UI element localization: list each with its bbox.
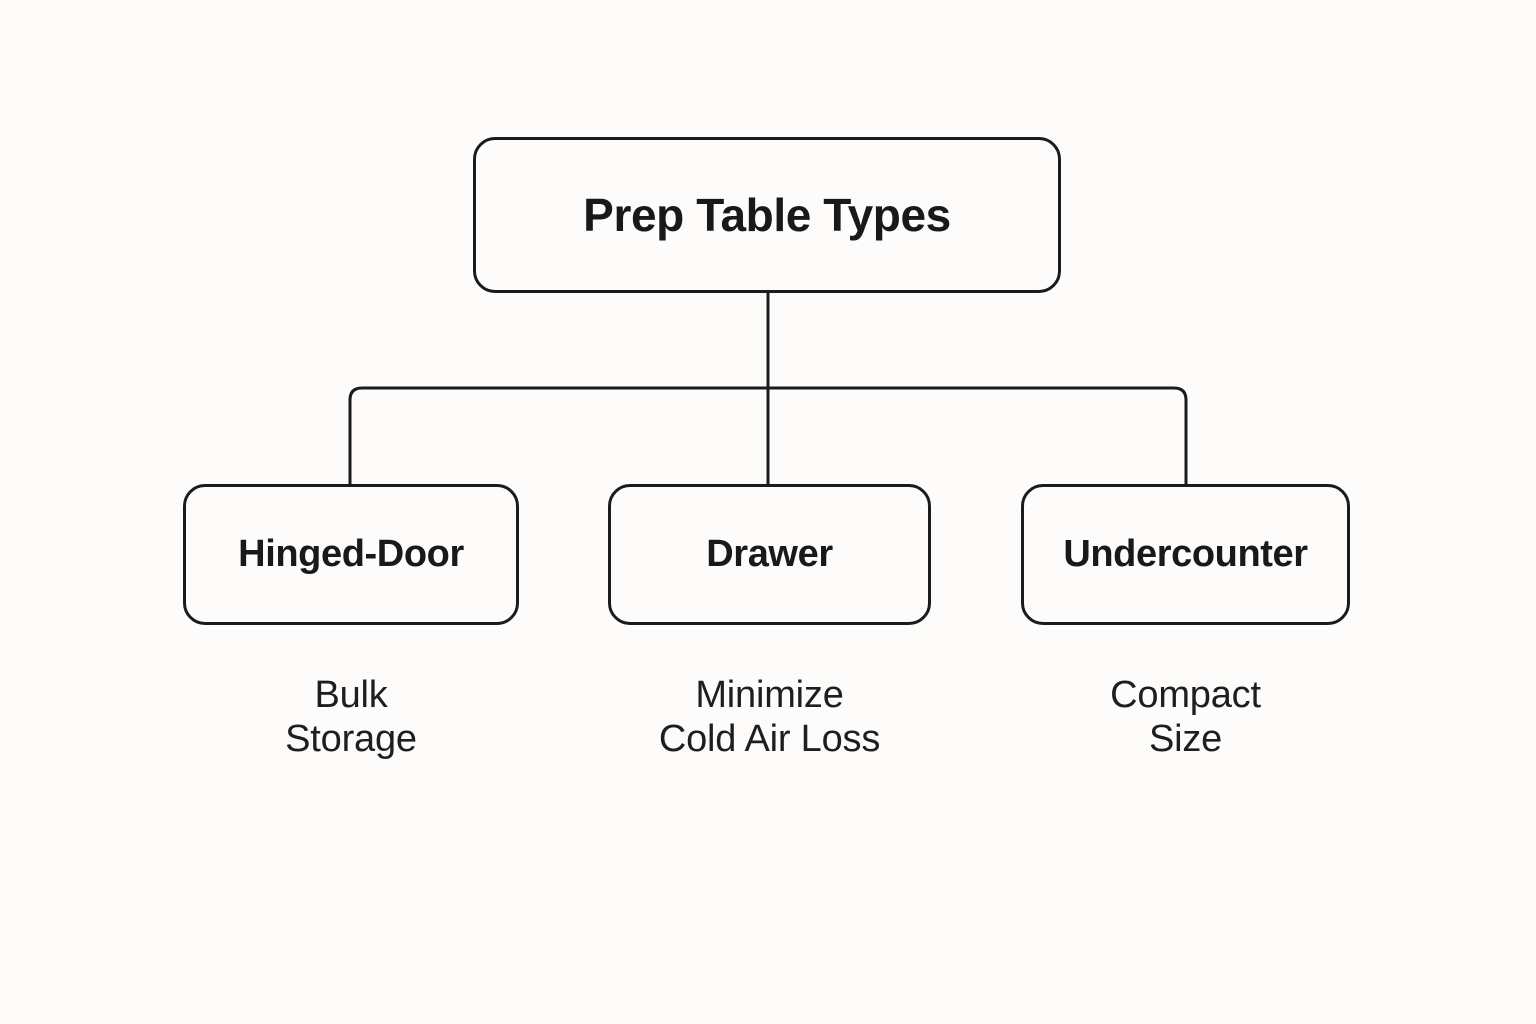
node-root[interactable]: Prep Table Types — [473, 137, 1061, 293]
node-hinged-door-label: Hinged-Door — [238, 533, 464, 575]
caption-hinged-door-line-2: Storage — [285, 718, 417, 761]
connector-left-branch — [768, 386, 1188, 484]
caption-drawer: Minimize Cold Air Loss — [608, 673, 931, 762]
node-undercounter-label: Undercounter — [1063, 533, 1308, 575]
caption-undercounter: Compact Size — [1021, 673, 1350, 762]
node-drawer[interactable]: Drawer — [608, 484, 931, 625]
caption-hinged-door: Bulk Storage — [183, 673, 519, 762]
node-hinged-door[interactable]: Hinged-Door — [183, 484, 519, 625]
caption-hinged-door-line-1: Bulk — [314, 674, 388, 716]
node-root-label: Prep Table Types — [583, 189, 951, 241]
node-undercounter[interactable]: Undercounter — [1021, 484, 1350, 625]
caption-drawer-line-1: Minimize — [695, 674, 844, 716]
caption-drawer-line-2: Cold Air Loss — [658, 718, 881, 761]
caption-undercounter-line-2: Size — [1148, 718, 1223, 761]
node-drawer-label: Drawer — [706, 533, 833, 575]
caption-undercounter-line-1: Compact — [1110, 674, 1261, 716]
connector-right-branch — [348, 386, 768, 484]
